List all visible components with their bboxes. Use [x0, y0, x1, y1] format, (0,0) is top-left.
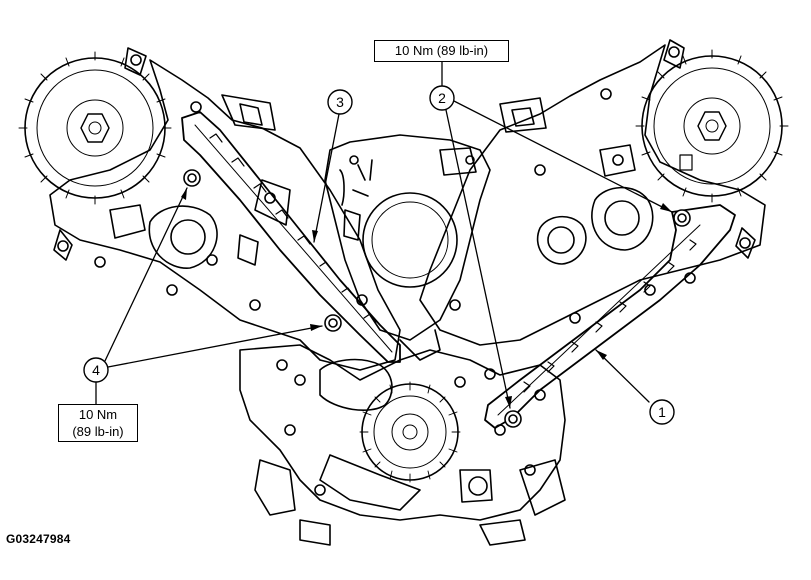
right-cylinder-head — [419, 39, 766, 346]
front-cover-lower — [239, 329, 566, 546]
engine-block-center — [324, 134, 491, 341]
callout-2-label: 2 — [438, 90, 446, 106]
right-chain-guide — [484, 204, 736, 429]
left-chain-guide — [181, 111, 401, 363]
torque-spec-left-line2: (89 lb-in) — [72, 424, 124, 439]
torque-spec-top-text: 10 Nm (89 lb-in) — [394, 43, 489, 58]
leader-lines — [95, 61, 673, 409]
torque-spec-left: 10 Nm (89 lb-in) — [58, 404, 138, 442]
guide-bolts — [183, 169, 691, 428]
callout-4: 4 — [83, 357, 109, 383]
callout-1-label: 1 — [658, 404, 666, 420]
torque-spec-top: 10 Nm (89 lb-in) — [374, 40, 509, 62]
callout-3: 3 — [327, 89, 353, 115]
figure-id: G03247984 — [6, 532, 71, 546]
callout-4-label: 4 — [92, 362, 100, 378]
torque-spec-left-line1: 10 Nm — [78, 407, 118, 422]
callout-2: 2 — [429, 85, 455, 111]
left-cylinder-head — [49, 47, 401, 371]
right-camshaft-sprocket — [635, 49, 789, 203]
left-camshaft-sprocket — [18, 51, 172, 205]
callout-1: 1 — [649, 399, 675, 425]
leader-arrowheads — [181, 188, 672, 408]
callout-3-label: 3 — [336, 94, 344, 110]
